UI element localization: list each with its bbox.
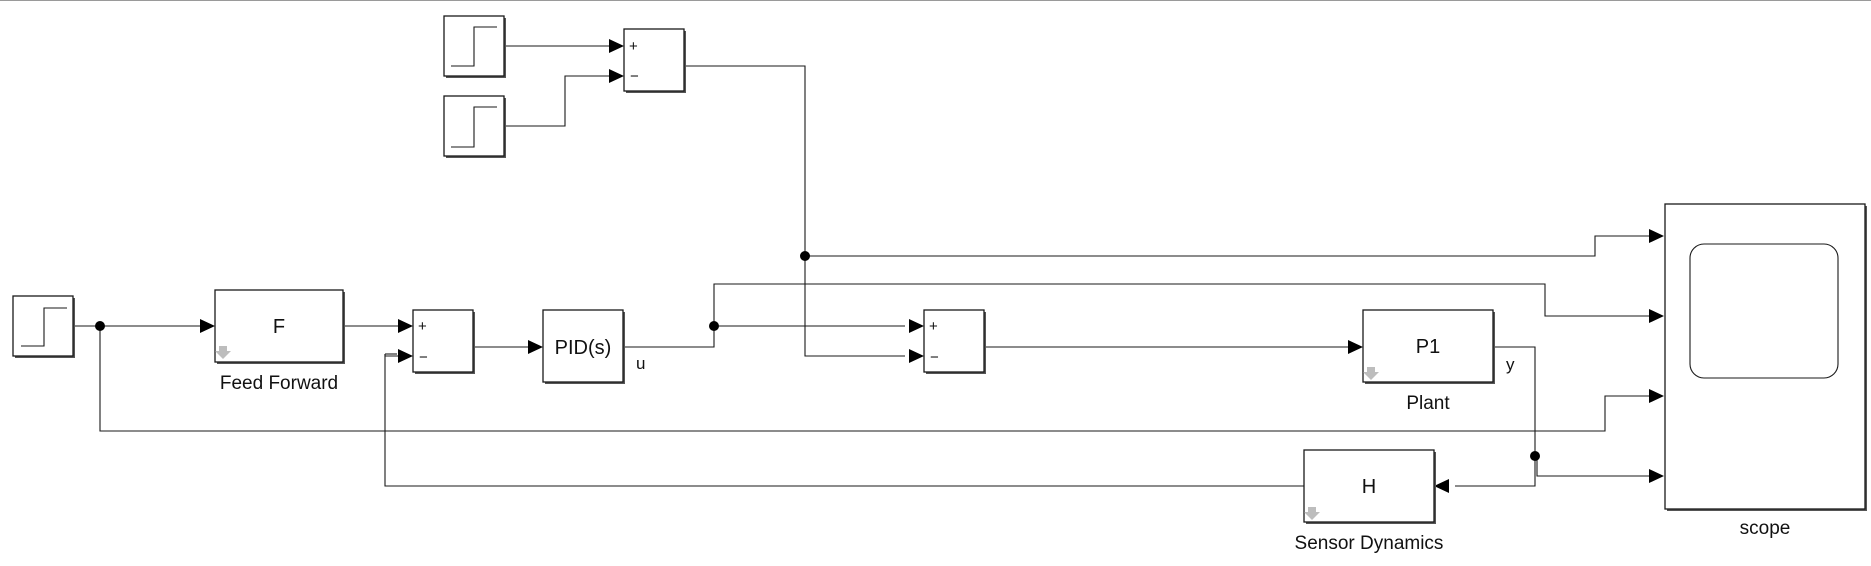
signal-lines: [73, 45, 1650, 487]
sum-minus-sign: −: [630, 68, 639, 85]
sum-block-input[interactable]: + −: [923, 309, 986, 374]
step-source-main[interactable]: [12, 295, 75, 358]
wire-sensor-to-sum1-in[interactable]: [384, 354, 401, 357]
sum-plus-sign: +: [629, 38, 638, 55]
arrowhead: [1649, 469, 1664, 483]
sensor-block-text: H: [1362, 476, 1376, 498]
branch-point: [800, 251, 810, 261]
step-source-a[interactable]: [443, 15, 506, 78]
branch-point: [1530, 451, 1540, 461]
wire-y-to-sensor[interactable]: [1455, 456, 1536, 487]
wire-sensor-to-sum1[interactable]: [384, 354, 1304, 487]
arrowhead: [609, 39, 624, 53]
wire-u-to-scope[interactable]: [713, 283, 1650, 326]
plant-block-text: P1: [1416, 336, 1440, 358]
scope-block[interactable]: [1664, 203, 1867, 511]
sum-block-error[interactable]: + −: [412, 309, 475, 374]
wire-disturbance-to-scope[interactable]: [805, 235, 1650, 257]
arrowhead: [1434, 479, 1449, 493]
arrowhead: [200, 319, 215, 333]
arrowhead: [398, 349, 413, 363]
down-arrow-icon: [1304, 507, 1320, 520]
feedforward-block[interactable]: F: [214, 289, 345, 364]
sum-block-disturbance[interactable]: + −: [623, 28, 686, 93]
sum-plus-sign: +: [418, 318, 427, 335]
sensor-block-name: Sensor Dynamics: [1295, 533, 1444, 554]
arrowhead: [1348, 340, 1363, 354]
wire-ref-to-scope[interactable]: [99, 326, 1650, 432]
sum-minus-sign: −: [419, 349, 428, 366]
wire-y-to-scope[interactable]: [1535, 455, 1650, 477]
wire-sum2-out[interactable]: [685, 65, 905, 357]
wire-y-out[interactable]: [1494, 346, 1536, 456]
arrowhead: [1649, 229, 1664, 243]
feedforward-block-name: Feed Forward: [220, 373, 338, 394]
plant-block-name: Plant: [1406, 393, 1450, 414]
arrowhead: [909, 349, 924, 363]
scope-block-name: scope: [1740, 518, 1791, 539]
arrowhead: [398, 319, 413, 333]
arrowhead: [909, 319, 924, 333]
branch-points: [95, 251, 1540, 461]
arrowhead: [1649, 309, 1664, 323]
down-arrow-icon: [1363, 367, 1379, 380]
arrowheads: [200, 39, 1664, 493]
step-icon: [451, 26, 497, 67]
scope-screen-icon: [1689, 243, 1839, 379]
arrowhead: [1649, 389, 1664, 403]
signal-label-u: u: [636, 354, 645, 373]
signal-label-y: y: [1506, 355, 1515, 374]
branch-point: [709, 321, 719, 331]
down-arrow-icon: [215, 346, 231, 359]
wire-stepB-to-sum2[interactable]: [506, 75, 611, 127]
step-source-b[interactable]: [443, 95, 506, 158]
pid-block-text: PID(s): [555, 337, 612, 359]
sensor-dynamics-block[interactable]: H: [1303, 449, 1436, 524]
step-icon: [21, 307, 67, 347]
sum-plus-sign: +: [929, 318, 938, 335]
arrowhead: [609, 69, 624, 83]
arrowhead: [528, 340, 543, 354]
plant-block[interactable]: P1: [1362, 309, 1495, 384]
feedforward-block-text: F: [273, 316, 285, 338]
branch-point: [95, 321, 105, 331]
pid-controller-block[interactable]: PID(s): [542, 309, 625, 384]
wire-u-to-sum3[interactable]: [624, 325, 905, 348]
sum-minus-sign: −: [930, 349, 939, 366]
step-icon: [451, 106, 497, 148]
